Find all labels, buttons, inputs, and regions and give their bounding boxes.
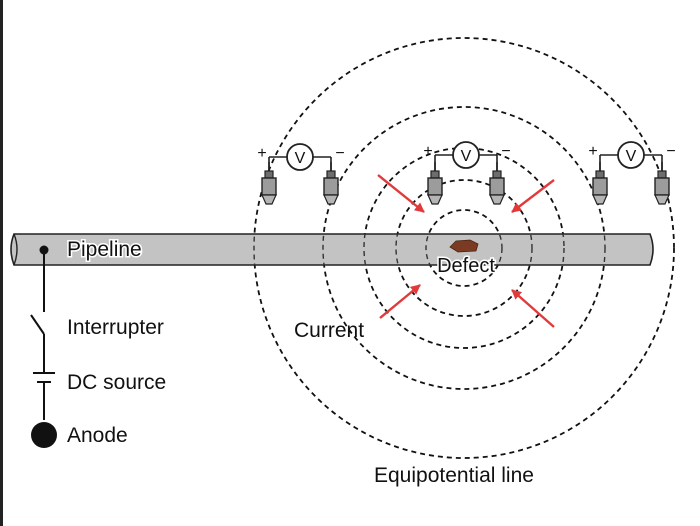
current-arrow-upper-right [511, 179, 555, 213]
voltmeter-2-symbol: V [461, 148, 472, 165]
equipotential-traces-on-pipe [253, 234, 606, 265]
voltmeter-3-probe-plus [592, 161, 608, 205]
defect-shape [449, 239, 479, 253]
protection-circuit [30, 245, 57, 448]
current-label: Current [294, 319, 364, 342]
current-arrows [377, 174, 555, 328]
dc-source-label: DC source [67, 371, 166, 394]
pipeline-label: Pipeline [67, 238, 142, 261]
interrupter-label: Interrupter [67, 316, 164, 339]
equipotential-line-label: Equipotential line [374, 464, 534, 487]
voltmeter-3: V + − [588, 141, 676, 205]
voltmeter-2: V + − [423, 141, 511, 205]
voltmeter-1-symbol: V [295, 150, 306, 167]
voltmeter-1-dial [286, 143, 314, 171]
current-arrow-lower-right [511, 289, 555, 328]
voltmeter-2-minus: − [501, 143, 510, 160]
voltmeter-3-minus: − [666, 143, 675, 160]
defect-label: Defect [437, 255, 495, 277]
voltmeter-1-minus: − [335, 145, 344, 162]
voltmeter-3-probe-minus [654, 161, 670, 205]
voltmeter-1-plus: + [257, 145, 266, 162]
voltmeter-1: V + − [257, 143, 345, 205]
voltmeter-2-plus: + [423, 143, 432, 160]
voltmeter-3-symbol: V [626, 148, 637, 165]
anode-label: Anode [67, 424, 128, 447]
interrupter-switch [30, 314, 45, 335]
voltmeter-2-probe-plus [427, 161, 443, 205]
voltmeter-1-probe-minus [323, 161, 339, 205]
voltmeter-3-dial [617, 141, 645, 169]
current-arrow-lower-left [379, 284, 421, 319]
pipeline [10, 233, 654, 266]
current-arrow-upper-left [377, 174, 425, 213]
anode-symbol [31, 422, 57, 448]
voltmeter-2-dial [452, 141, 480, 169]
voltmeter-3-plus: + [588, 143, 597, 160]
voltmeter-1-probe-plus [261, 161, 277, 205]
voltmeter-2-probe-minus [489, 161, 505, 205]
